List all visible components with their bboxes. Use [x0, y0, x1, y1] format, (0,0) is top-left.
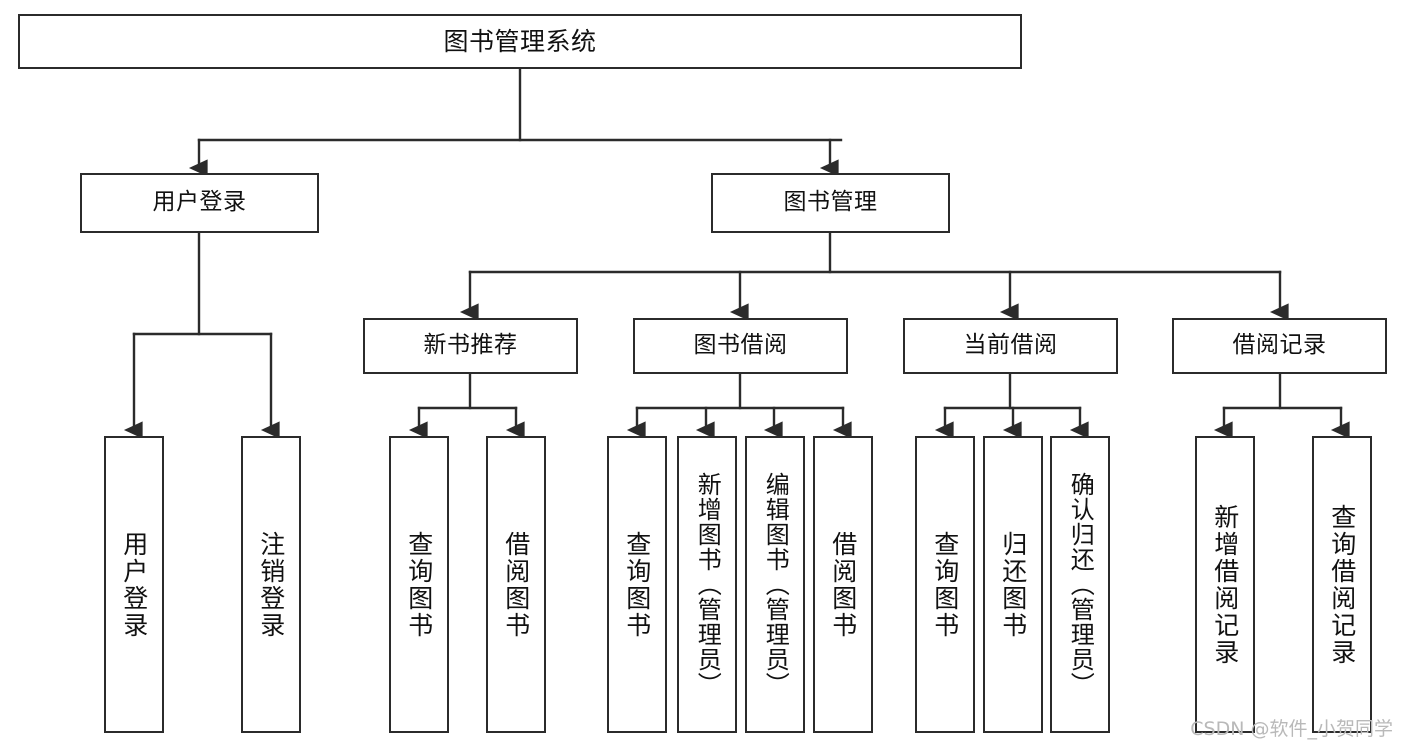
node-leaf-add-record-label: 新增借阅记录 [1210, 503, 1240, 666]
node-leaf-user-login[interactable]: 用户登录 [104, 436, 164, 733]
node-leaf-edit-book-label: 编辑图书（管理员） [761, 472, 790, 697]
node-leaf-query-book-3[interactable]: 查询图书 [915, 436, 975, 733]
node-book-borrow[interactable]: 图书借阅 [633, 318, 848, 374]
node-leaf-borrow-book-1-label: 借阅图书 [501, 530, 531, 639]
node-book-manage[interactable]: 图书管理 [711, 173, 950, 233]
node-leaf-add-book[interactable]: 新增图书（管理员） [677, 436, 737, 733]
node-leaf-query-book-2-label: 查询图书 [622, 530, 652, 639]
node-leaf-borrow-book-2-label: 借阅图书 [828, 530, 858, 639]
node-new-book-recommend[interactable]: 新书推荐 [363, 318, 578, 374]
node-book-borrow-label: 图书借阅 [693, 332, 788, 359]
node-leaf-query-book-1-label: 查询图书 [404, 530, 434, 639]
node-leaf-confirm-return[interactable]: 确认归还（管理员） [1050, 436, 1110, 733]
node-leaf-add-book-label: 新增图书（管理员） [693, 472, 722, 697]
node-leaf-logout-login-label: 注销登录 [256, 530, 286, 639]
node-borrow-record-label: 借阅记录 [1232, 332, 1327, 359]
node-leaf-query-book-1[interactable]: 查询图书 [389, 436, 449, 733]
node-leaf-add-record[interactable]: 新增借阅记录 [1195, 436, 1255, 733]
node-new-book-recommend-label: 新书推荐 [423, 332, 518, 359]
node-leaf-query-record-label: 查询借阅记录 [1327, 503, 1357, 666]
node-leaf-query-record[interactable]: 查询借阅记录 [1312, 436, 1372, 733]
node-leaf-borrow-book-1[interactable]: 借阅图书 [486, 436, 546, 733]
node-borrow-record[interactable]: 借阅记录 [1172, 318, 1387, 374]
node-user-login-label: 用户登录 [152, 189, 247, 216]
node-current-borrow[interactable]: 当前借阅 [903, 318, 1118, 374]
node-root-label: 图书管理系统 [443, 26, 597, 56]
node-user-login[interactable]: 用户登录 [80, 173, 319, 233]
node-leaf-return-book[interactable]: 归还图书 [983, 436, 1043, 733]
node-leaf-return-book-label: 归还图书 [998, 530, 1028, 639]
node-root[interactable]: 图书管理系统 [18, 14, 1022, 69]
node-leaf-logout-login[interactable]: 注销登录 [241, 436, 301, 733]
node-book-manage-label: 图书管理 [783, 189, 878, 216]
node-leaf-query-book-2[interactable]: 查询图书 [607, 436, 667, 733]
node-leaf-query-book-3-label: 查询图书 [930, 530, 960, 639]
node-current-borrow-label: 当前借阅 [963, 332, 1058, 359]
node-leaf-user-login-label: 用户登录 [119, 530, 149, 639]
node-leaf-edit-book[interactable]: 编辑图书（管理员） [745, 436, 805, 733]
node-leaf-borrow-book-2[interactable]: 借阅图书 [813, 436, 873, 733]
node-leaf-confirm-return-label: 确认归还（管理员） [1066, 472, 1095, 697]
